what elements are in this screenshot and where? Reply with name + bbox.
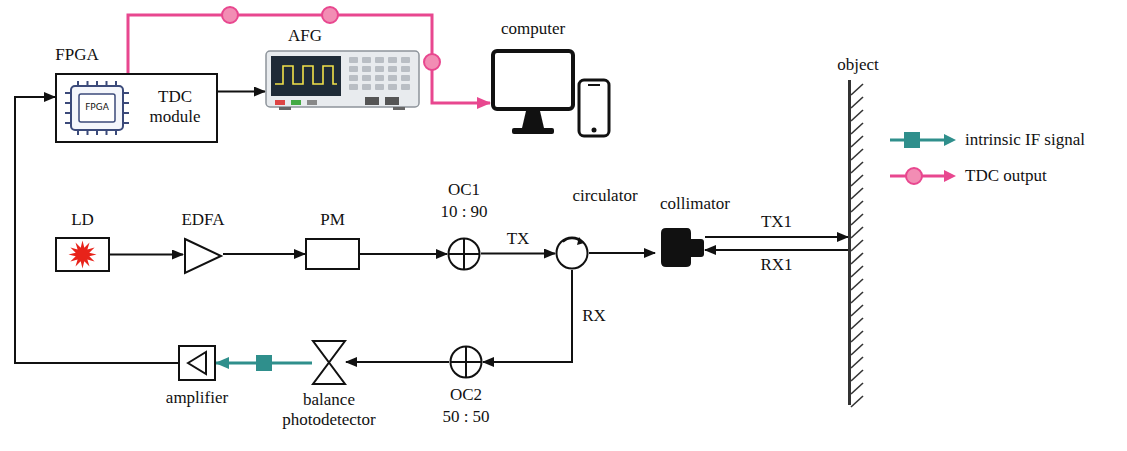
circulator-shape xyxy=(555,236,589,270)
connector-line xyxy=(218,91,265,93)
node-label: amplifier xyxy=(155,388,239,408)
optical-link xyxy=(483,270,572,362)
node-label: PM xyxy=(295,210,370,230)
tdc-dot xyxy=(424,54,440,70)
laser-diode: LD xyxy=(55,237,110,272)
collimator-shape xyxy=(655,225,705,270)
connector-line xyxy=(483,270,572,362)
computer-icon: computer xyxy=(490,48,612,140)
node-label: AFG xyxy=(283,26,327,46)
circulator: circulator xyxy=(555,236,589,270)
connector-line xyxy=(705,249,848,251)
optical-link xyxy=(481,253,555,254)
optical-link xyxy=(705,250,848,251)
if-signal-arrow xyxy=(216,355,312,371)
optical-coupler-shape xyxy=(449,345,483,379)
optical-link xyxy=(360,254,447,255)
connector-line xyxy=(223,253,305,255)
afg-instrument-shape xyxy=(265,50,420,110)
node-label: LD xyxy=(45,210,120,230)
connector-line xyxy=(481,253,555,255)
node-label: object xyxy=(828,55,888,75)
afg-instrument: AFG xyxy=(265,50,420,110)
edge-label: TX xyxy=(505,229,532,249)
optical-link xyxy=(223,254,305,255)
connector-line xyxy=(346,361,449,363)
node-label: collimator xyxy=(645,194,745,214)
node-label: TDC module xyxy=(139,87,211,126)
fpga-chip-icon: FPGA xyxy=(63,80,131,136)
node-label: FPGA xyxy=(63,102,131,112)
optical-coupler: OC250 : 50 xyxy=(449,345,483,379)
legend-label: TDC output xyxy=(965,166,1047,186)
if-signal-square xyxy=(256,355,272,371)
connector-line xyxy=(705,236,848,238)
node-label: OC2 xyxy=(426,385,506,405)
edge-label: RX1 xyxy=(758,255,794,275)
optical-coupler: OC110 : 90 xyxy=(447,237,481,271)
collimator: collimator xyxy=(655,225,705,270)
connector-line xyxy=(360,253,447,255)
legend-samples xyxy=(886,126,960,190)
laser-diode-shape xyxy=(55,237,110,272)
node-label: balance photodetector xyxy=(271,390,387,429)
node-label: computer xyxy=(486,19,580,39)
fpga-box: FPGATDC moduleFPGA xyxy=(55,73,218,143)
tdc-output-sample xyxy=(890,168,956,184)
intrinsic-if-sample xyxy=(890,132,956,148)
computer-icon-shape xyxy=(490,48,612,140)
edge-label: TX1 xyxy=(759,212,794,232)
node-label: EDFA xyxy=(163,210,243,230)
optical-link xyxy=(705,237,848,238)
phase-modulator-shape xyxy=(305,238,360,270)
node-label: 50 : 50 xyxy=(426,407,506,427)
tdc-dot xyxy=(222,7,238,23)
edge-label: RX xyxy=(580,306,608,326)
tdc-dot xyxy=(322,7,338,23)
optical-coupler-shape xyxy=(447,237,481,271)
node-label: OC1 xyxy=(424,180,504,200)
optical-link xyxy=(110,254,183,255)
connector-line xyxy=(589,252,655,254)
phase-modulator: PM xyxy=(305,238,360,270)
balanced-photodetector-shape xyxy=(312,340,346,385)
optical-link xyxy=(346,362,449,363)
node-label: 10 : 90 xyxy=(424,202,504,222)
electrical-amplifier-shape xyxy=(178,345,216,381)
edfa-amplifier: EDFA xyxy=(183,237,223,275)
electrical-amplifier: amplifier xyxy=(178,345,216,381)
object-surface: object xyxy=(848,80,864,405)
connector-line xyxy=(110,254,183,256)
optical-link xyxy=(589,253,655,254)
legend-label: intrinsic IF signal xyxy=(965,130,1085,150)
balanced-photodetector: balance photodetector xyxy=(312,340,346,385)
optical-link xyxy=(218,91,265,92)
object-surface-shape xyxy=(848,80,864,405)
node-label: FPGA xyxy=(47,45,107,65)
node-label: circulator xyxy=(555,186,655,206)
edfa-amplifier-shape xyxy=(183,237,223,275)
